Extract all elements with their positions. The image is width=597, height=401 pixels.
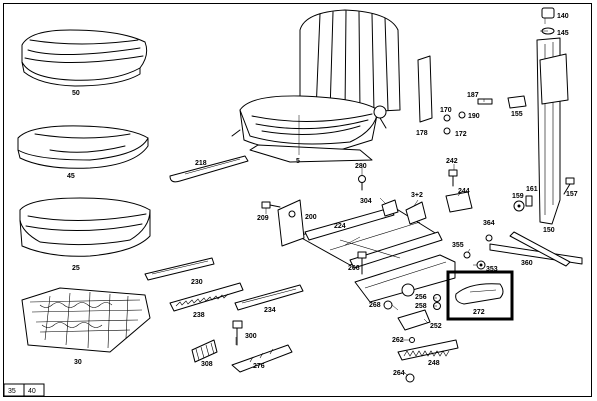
part-label: 157 [566,191,578,198]
part-label: 200 [305,214,317,221]
column-150-drawing [536,37,569,225]
screw-187-drawing [477,98,493,105]
part-label: 140 [557,13,569,20]
part-label: 234 [264,307,276,314]
page-number-right: 40 [28,388,36,395]
bolt-242-drawing [448,169,458,187]
rail-238-drawing [169,282,244,312]
part-label: 308 [201,361,213,368]
spring-308-drawing [191,339,218,363]
part-label: 256 [415,294,427,301]
seat-frame-224-drawing [297,207,443,269]
rail-230-drawing [144,257,215,281]
part-label: 360 [521,260,533,267]
part-label: 187 [467,92,479,99]
part-label: 230 [191,279,203,286]
nut-159-drawing [513,200,525,212]
bolt-206-drawing [357,251,367,275]
clip-280-drawing [358,175,366,191]
part-label: 150 [543,227,555,234]
pin-262-drawing [409,337,415,343]
rail-234-drawing [234,284,304,311]
part-label: 45 [67,173,75,180]
part-label: 252 [430,323,442,330]
cap-140-drawing [541,7,555,19]
nut-353-drawing [476,260,486,270]
seat-assembly-5-drawing [231,9,401,163]
part-label: 353 [486,266,498,273]
part-label: 262 [392,337,404,344]
part-label: 300 [245,333,257,340]
part-label: 30 [74,359,82,366]
part-label: 209 [257,215,269,222]
part-label: 364 [483,220,495,227]
part-label: 258 [415,303,427,310]
part-label: 190 [468,113,480,120]
part-label: 264 [393,370,405,377]
strap-178-drawing [417,55,433,123]
block-244-drawing [445,191,473,213]
part-label: 155 [511,111,523,118]
diagram-frame [3,3,592,397]
bolt-209-drawing [261,201,281,209]
part-label: 159 [512,193,524,200]
part-label: 355 [452,242,464,249]
seat-cushion-50-drawing [21,29,148,87]
part-label: 276 [253,363,265,370]
lever-276-drawing [231,344,293,373]
part-label: 268 [369,302,381,309]
part-label: 5 [296,158,300,165]
washer-355-drawing [463,251,471,259]
part-label: 50 [72,90,80,97]
part-label: 172 [455,131,467,138]
part-label: 242 [446,158,458,165]
handle-272-drawing [455,283,504,305]
washer-364-drawing [485,234,493,242]
part-label: 178 [416,130,428,137]
part-label: 170 [440,107,452,114]
highlight-box-272 [446,270,514,321]
part-label: 244 [458,188,470,195]
seat-pad-45-drawing [17,125,149,169]
page-number-left: 35 [8,388,16,395]
part-label: 238 [193,312,205,319]
bracket-200-drawing [277,199,305,247]
page-number-box: 35 40 [3,383,45,397]
part-label: 224 [334,223,346,230]
clip-155-drawing [507,95,527,109]
lever-252-drawing [397,309,431,331]
washer-190-drawing [458,111,466,119]
bolt-157-drawing [563,177,575,195]
part-label: 25 [72,265,80,272]
part-label: 145 [557,30,569,37]
clip-170-drawing [443,114,451,122]
part-label: 206 [348,265,360,272]
spring-frame-30-drawing [21,287,151,353]
part-labels: 50 45 25 30 5 218 230 238 234 300 308 27… [67,13,578,377]
bushing-161-drawing [525,195,533,207]
clip-172-drawing [443,127,451,135]
part-label: 161 [526,186,538,193]
seat-cushion-25-drawing [19,197,151,257]
lower-rail-drawing [354,254,456,303]
rail-218-drawing [169,155,249,183]
bracket-342-drawing [405,201,427,225]
spring-248-drawing [397,339,459,361]
leader-lines [235,18,548,377]
part-label: 3+2 [411,192,423,199]
part-label: 280 [355,163,367,170]
part-label: 218 [195,160,207,167]
bolt-268-drawing [383,300,393,310]
part-label: 304 [360,198,372,205]
part-label: 248 [428,360,440,367]
link-360-drawing [489,231,583,267]
bolt-300-drawing [232,320,243,346]
part-label: 272 [473,309,485,316]
